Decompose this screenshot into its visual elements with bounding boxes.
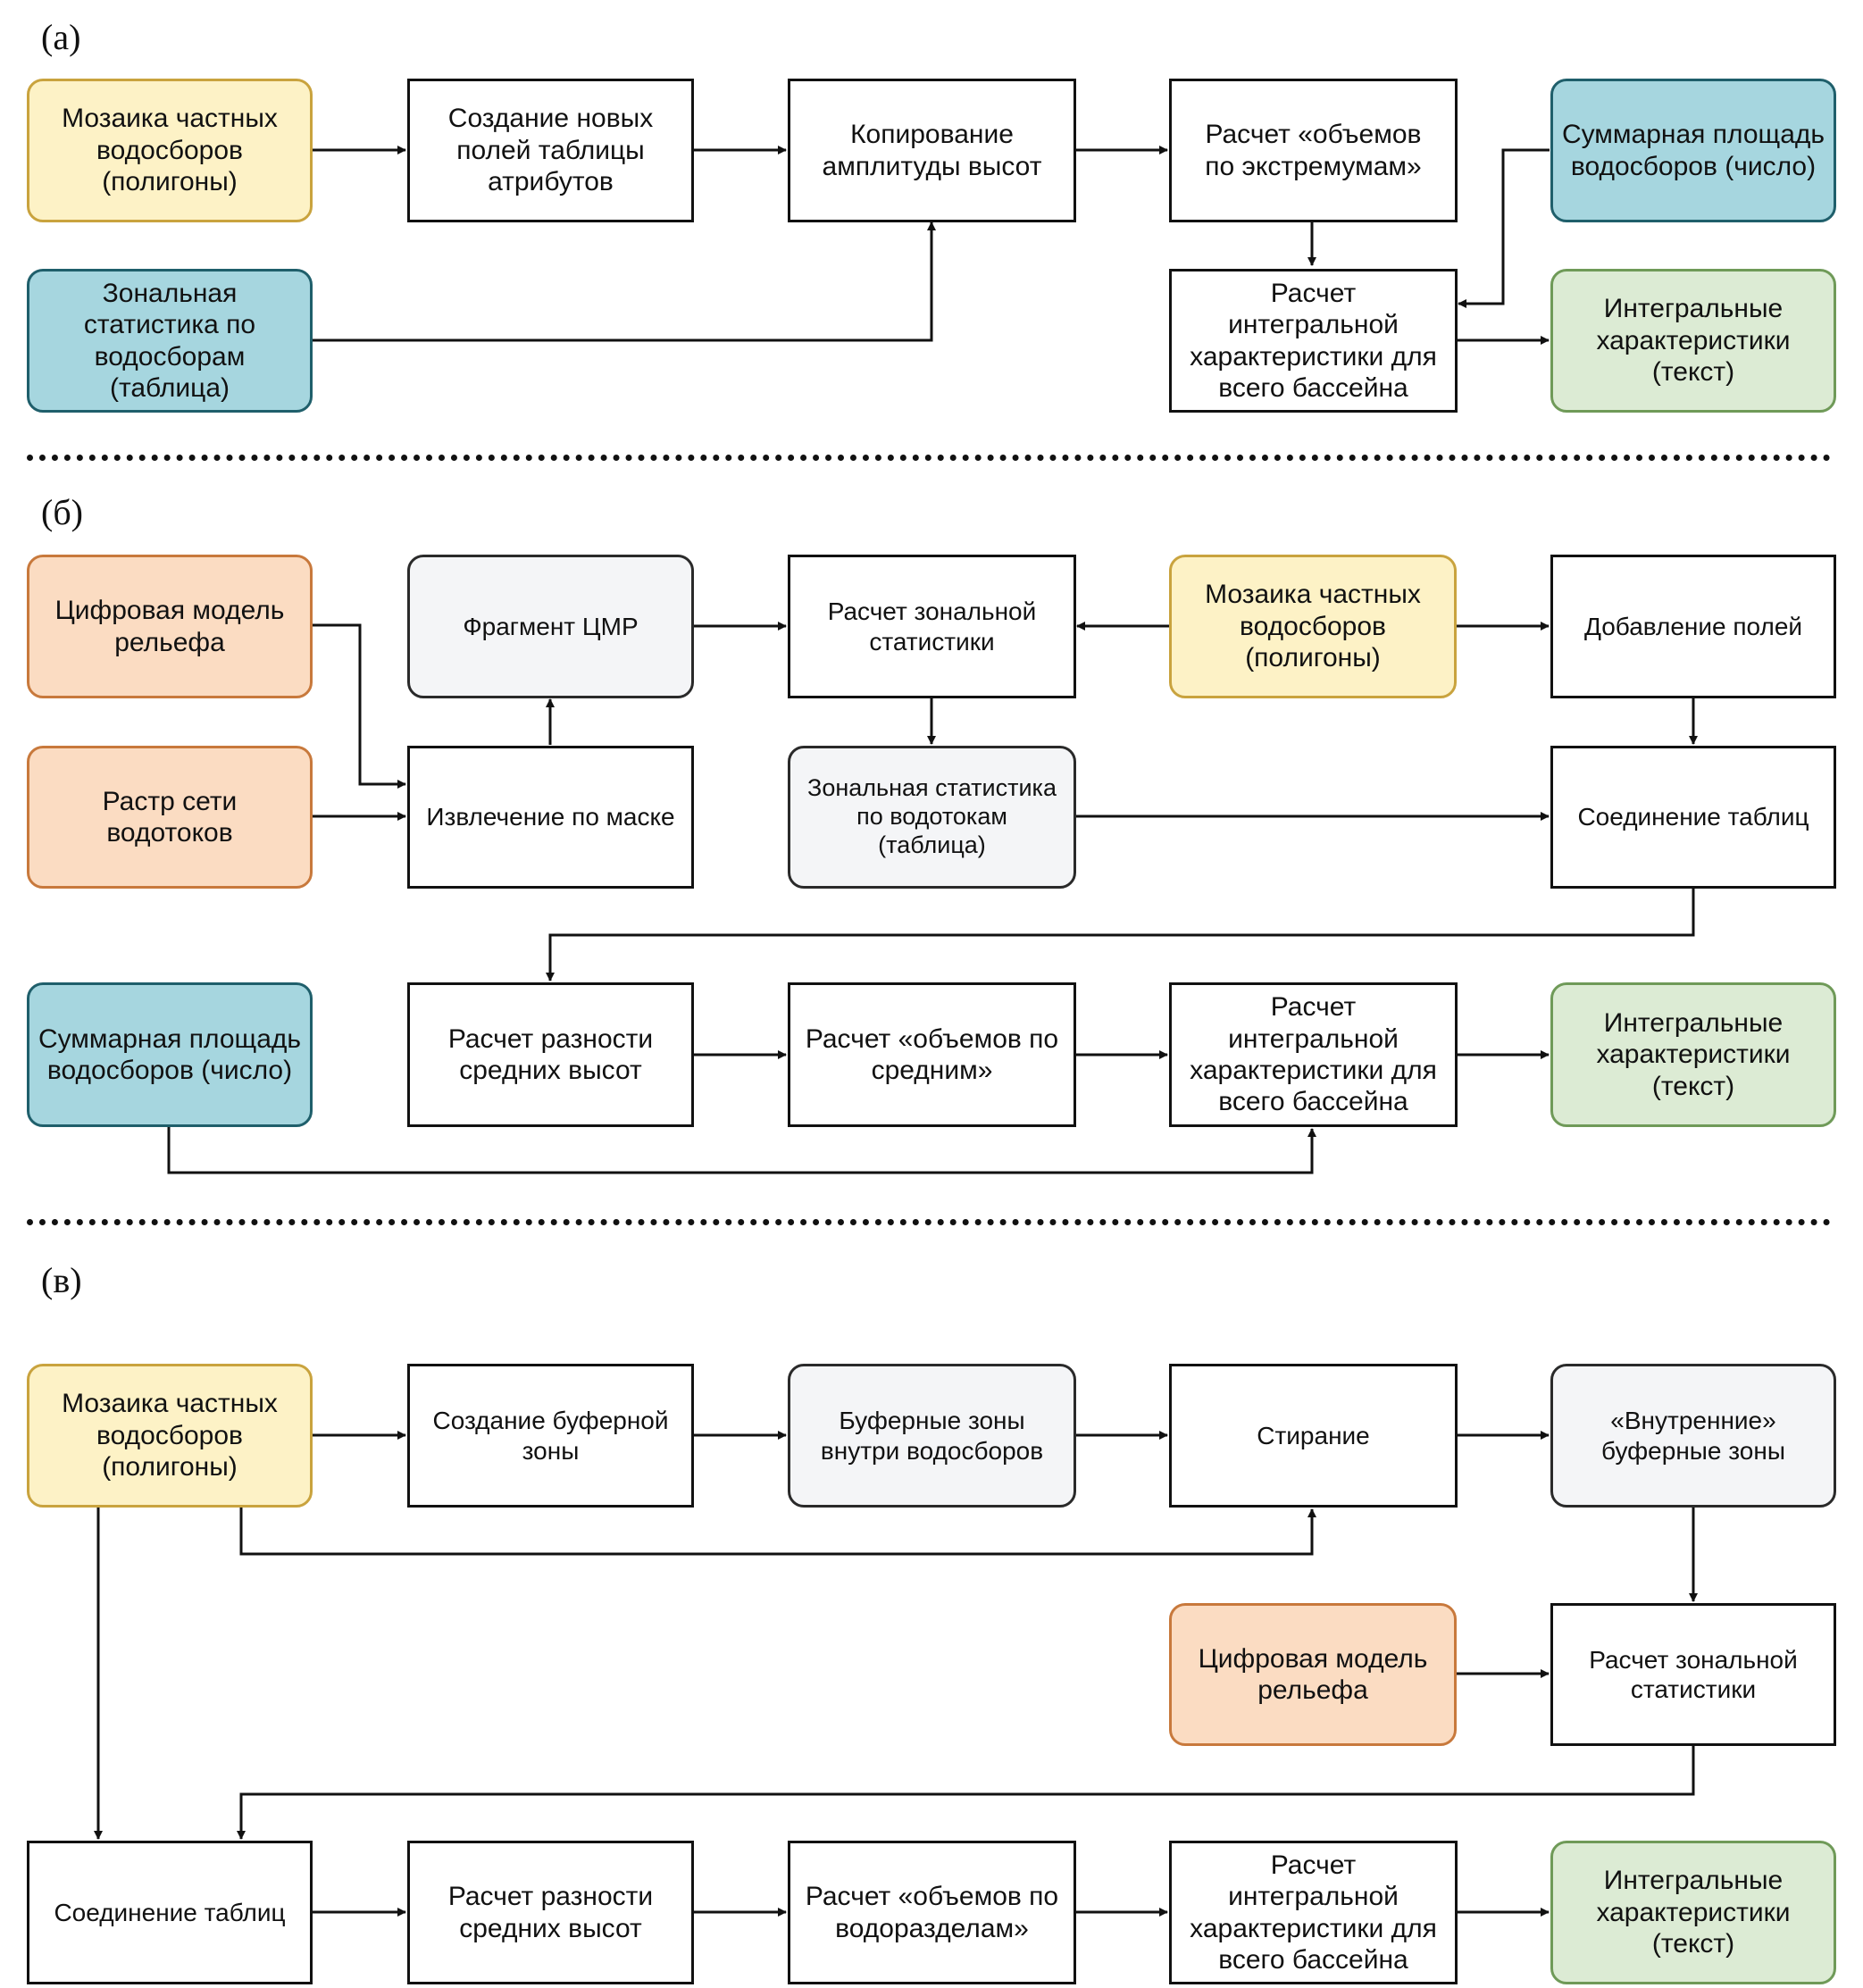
c-buffer-zones: Буферные зоны внутри водосборов [788, 1364, 1076, 1508]
a-copy-amplitude: Копирование амплитуды высот [788, 79, 1076, 222]
panel-separator [27, 455, 1831, 461]
panel-label-a: (а) [41, 17, 81, 57]
panel-label-c: (в) [41, 1260, 82, 1300]
b-volumes-by-mean: Расчет «объемов по средним» [788, 982, 1076, 1127]
a-mosaic-polygons: Мозаика частных водосборов (полигоны) [27, 79, 313, 222]
c-dem: Цифровая модель рельефа [1169, 1603, 1457, 1746]
b-zonal-streams-table: Зональная статистика по водотокам (табли… [788, 746, 1076, 889]
panel-separator [27, 1219, 1831, 1225]
c-integral-calc: Расчет интегральной характеристики для в… [1169, 1841, 1458, 1984]
edge-a-sumarea-to-integral [1458, 148, 1550, 308]
b-add-fields: Добавление полей [1550, 555, 1836, 698]
c-inner-buffers: «Внутренние» буферные зоны [1550, 1364, 1836, 1508]
edge-c-zonal-to-join [237, 1746, 1695, 1840]
edge-b-join-to-diff [546, 889, 1695, 981]
edge-b-sumarea-to-integral [167, 1127, 1316, 1174]
a-calc-volumes-extrema: Расчет «объемов по экстремумам» [1169, 79, 1458, 222]
b-dem-fragment: Фрагмент ЦМР [407, 555, 694, 698]
a-integral-calc: Расчет интегральной характеристики для в… [1169, 269, 1458, 413]
c-mosaic-polygons: Мозаика частных водосборов (полигоны) [27, 1364, 313, 1508]
edge-a-zonal-to-copy [313, 221, 936, 342]
b-integral-calc: Расчет интегральной характеристики для в… [1169, 982, 1458, 1127]
c-create-buffer: Создание буферной зоны [407, 1364, 694, 1508]
a-create-fields: Создание новых полей таблицы атрибутов [407, 79, 694, 222]
c-join-tables: Соединение таблиц [27, 1841, 313, 1984]
c-integral-output: Интегральные характеристики (текст) [1550, 1841, 1836, 1984]
c-diff-mean-heights: Расчет разности средних высот [407, 1841, 694, 1984]
a-zonal-statistics: Зональная статистика по водосборам (табл… [27, 269, 313, 413]
edge-b-dem-to-extract [313, 623, 406, 789]
b-join-tables: Соединение таблиц [1550, 746, 1836, 889]
b-dem: Цифровая модель рельефа [27, 555, 313, 698]
b-mosaic-polygons: Мозаика частных водосборов (полигоны) [1169, 555, 1457, 698]
panel-label-b: (б) [41, 492, 83, 532]
edge-c-mosaic-to-erase [239, 1508, 1316, 1556]
c-volumes-by-divides: Расчет «объемов по водоразделам» [788, 1841, 1076, 1984]
b-stream-raster: Растр сети водотоков [27, 746, 313, 889]
b-integral-output: Интегральные характеристики (текст) [1550, 982, 1836, 1127]
c-erase: Стирание [1169, 1364, 1458, 1508]
b-extract-by-mask: Извлечение по маске [407, 746, 694, 889]
b-sum-area: Суммарная площадь водосборов (число) [27, 982, 313, 1127]
a-sum-area: Суммарная площадь водосборов (число) [1550, 79, 1836, 222]
c-zonal-calc: Расчет зональной статистики [1550, 1603, 1836, 1746]
b-zonal-calc: Расчет зональной статистики [788, 555, 1076, 698]
a-integral-output: Интегральные характеристики (текст) [1550, 269, 1836, 413]
b-diff-mean-heights: Расчет разности средних высот [407, 982, 694, 1127]
